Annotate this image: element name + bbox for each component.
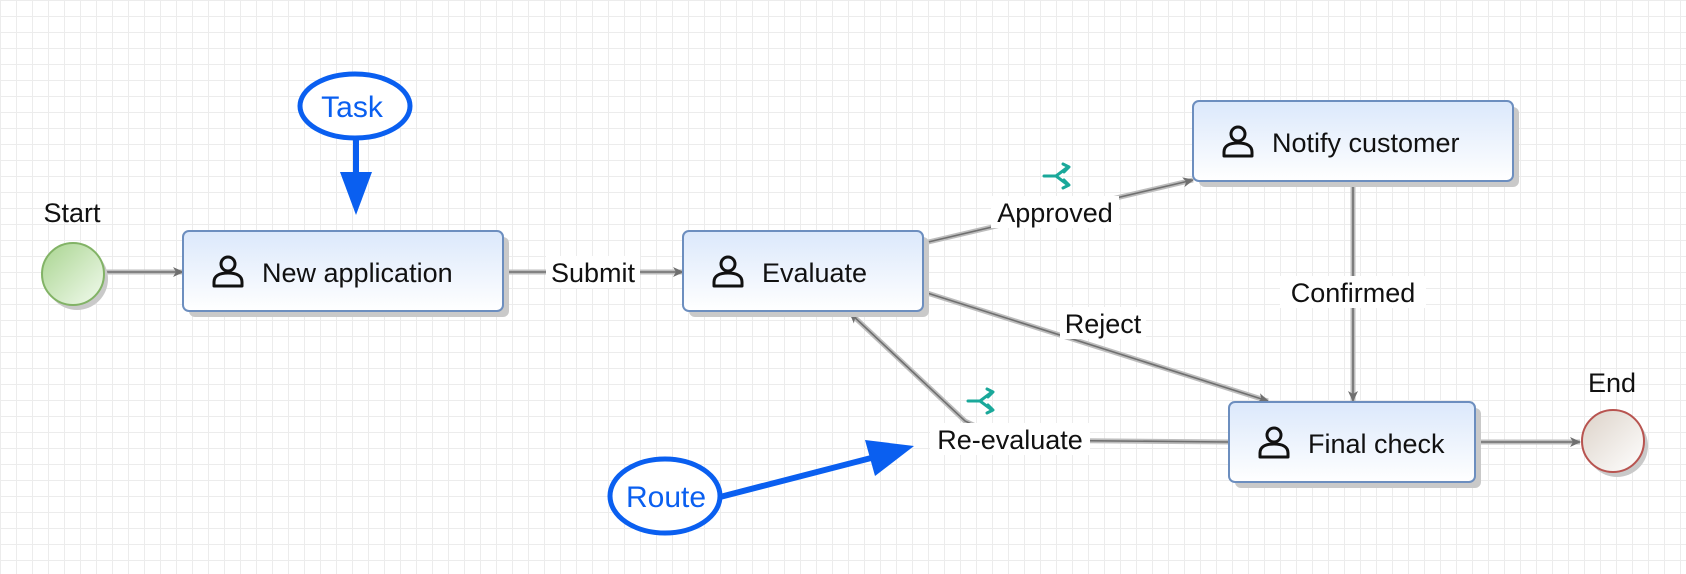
route-label-reject: Reject [1065, 309, 1142, 339]
edge-reject[interactable] [923, 289, 1269, 404]
task-label: Notify customer [1272, 128, 1460, 158]
callout-task-label: Task [321, 91, 384, 124]
task-label: Final check [1308, 429, 1445, 459]
route-label-submit: Submit [551, 258, 636, 288]
conditional-route-icon [966, 387, 995, 415]
callout-arrowhead [865, 440, 914, 476]
task-new-application[interactable]: New application [182, 230, 509, 317]
start-event-label: Start [43, 198, 101, 228]
start-event[interactable] [41, 242, 108, 310]
callout-task: Task [297, 71, 413, 215]
callout-route-label: Route [626, 481, 706, 514]
conditional-route-icon [1042, 162, 1071, 190]
task-final-check[interactable]: Final check [1228, 401, 1481, 488]
callout-route: Route [607, 440, 914, 536]
task-notify-customer[interactable]: Notify customer [1192, 100, 1519, 187]
route-label-reevaluate: Re-evaluate [937, 425, 1083, 455]
edge-labels: Submit Approved Reject Confirmed Re-eval… [546, 196, 1426, 455]
task-label: New application [262, 258, 453, 288]
route-label-confirmed: Confirmed [1291, 278, 1416, 308]
route-label-approved: Approved [997, 198, 1113, 228]
task-evaluate[interactable]: Evaluate [682, 230, 929, 317]
end-event-label: End [1588, 368, 1636, 398]
task-label: Evaluate [762, 258, 867, 288]
callout-arrowhead [340, 172, 372, 215]
callout-arrow [719, 454, 876, 500]
edge-reevaluate[interactable] [848, 311, 1230, 445]
end-event[interactable] [1581, 409, 1648, 477]
